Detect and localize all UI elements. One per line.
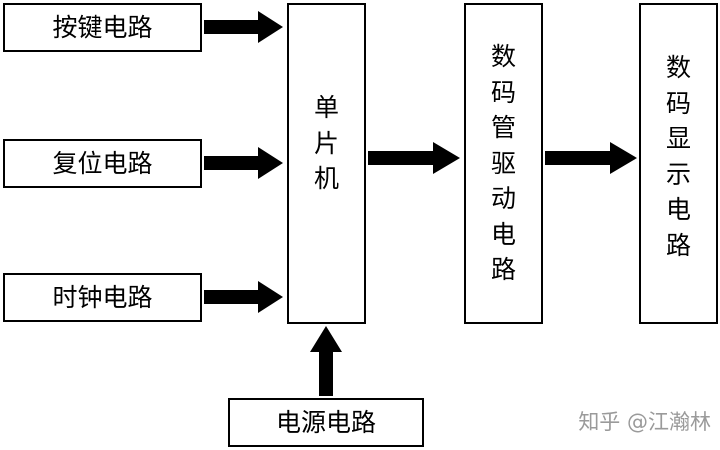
clock-circuit-block: 时钟电路 — [3, 273, 202, 322]
segment-display-label: 数码显示电路 — [665, 53, 691, 260]
reset-circuit-label: 复位电路 — [52, 149, 153, 178]
reset-circuit-block: 复位电路 — [3, 139, 202, 188]
segment-driver-label: 数码管驱动电路 — [490, 42, 516, 285]
arrow-clock-to-mcu — [204, 281, 283, 313]
key-circuit-block: 按键电路 — [3, 3, 202, 52]
clock-circuit-label: 时钟电路 — [52, 283, 153, 312]
mcu-block: 单片机 — [287, 3, 366, 324]
arrow-power-to-mcu — [310, 326, 342, 396]
segment-driver-block: 数码管驱动电路 — [464, 3, 543, 324]
power-circuit-block: 电源电路 — [228, 398, 424, 447]
mcu-label: 单片机 — [313, 93, 339, 194]
arrow-mcu-to-driver — [368, 142, 460, 174]
arrow-driver-to-display — [545, 142, 637, 174]
arrow-key-to-mcu — [204, 11, 283, 43]
arrow-reset-to-mcu — [204, 147, 283, 179]
key-circuit-label: 按键电路 — [52, 13, 153, 42]
power-circuit-label: 电源电路 — [275, 408, 376, 437]
segment-display-block: 数码显示电路 — [639, 3, 718, 324]
watermark: 知乎 @江瀚林 — [578, 410, 711, 434]
